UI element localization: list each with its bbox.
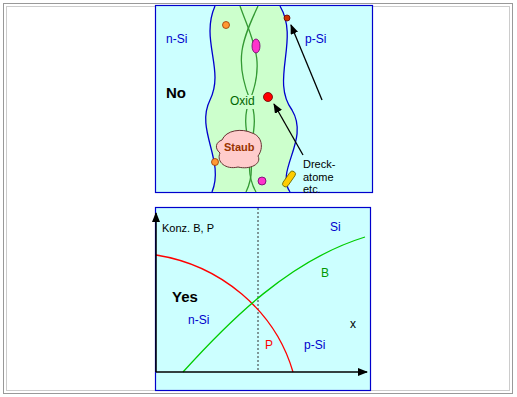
oxide-label: Oxid	[229, 95, 256, 109]
inner-frame	[7, 7, 510, 391]
panel-bottom	[156, 208, 371, 391]
curve-label: B	[321, 267, 329, 281]
panel-top	[156, 6, 373, 193]
material-label: Si	[330, 221, 341, 235]
axis-label: x	[350, 318, 356, 332]
x-axis	[156, 371, 367, 373]
impurity-label: Dreck-atome etc.	[303, 158, 347, 196]
oxide-layer	[206, 6, 298, 192]
region-label: n-Si	[188, 314, 209, 328]
phosphorus-curve	[156, 255, 293, 372]
impurity-stick	[281, 170, 296, 188]
outer-frame	[4, 4, 513, 394]
impurity-dot	[258, 177, 266, 185]
curve-label: P	[265, 339, 273, 353]
axis-label: Konz. B, P	[162, 222, 214, 235]
y-axis	[155, 213, 157, 372]
boron-curve	[183, 237, 365, 372]
impurity-dot	[212, 159, 219, 166]
junction-line	[258, 208, 259, 372]
dust-label: Staub	[224, 141, 255, 154]
impurity-dot	[284, 15, 290, 21]
impurity-dot	[223, 22, 230, 29]
verdict-label: No	[166, 84, 186, 101]
verdict-label: Yes	[172, 288, 198, 305]
region-label: p-Si	[305, 33, 326, 47]
region-label: p-Si	[304, 339, 325, 353]
leader-arrow	[274, 104, 303, 155]
impurity-dot	[264, 93, 273, 102]
impurity-dot	[252, 39, 260, 53]
dust-particle	[216, 130, 261, 167]
region-label: n-Si	[166, 33, 187, 47]
